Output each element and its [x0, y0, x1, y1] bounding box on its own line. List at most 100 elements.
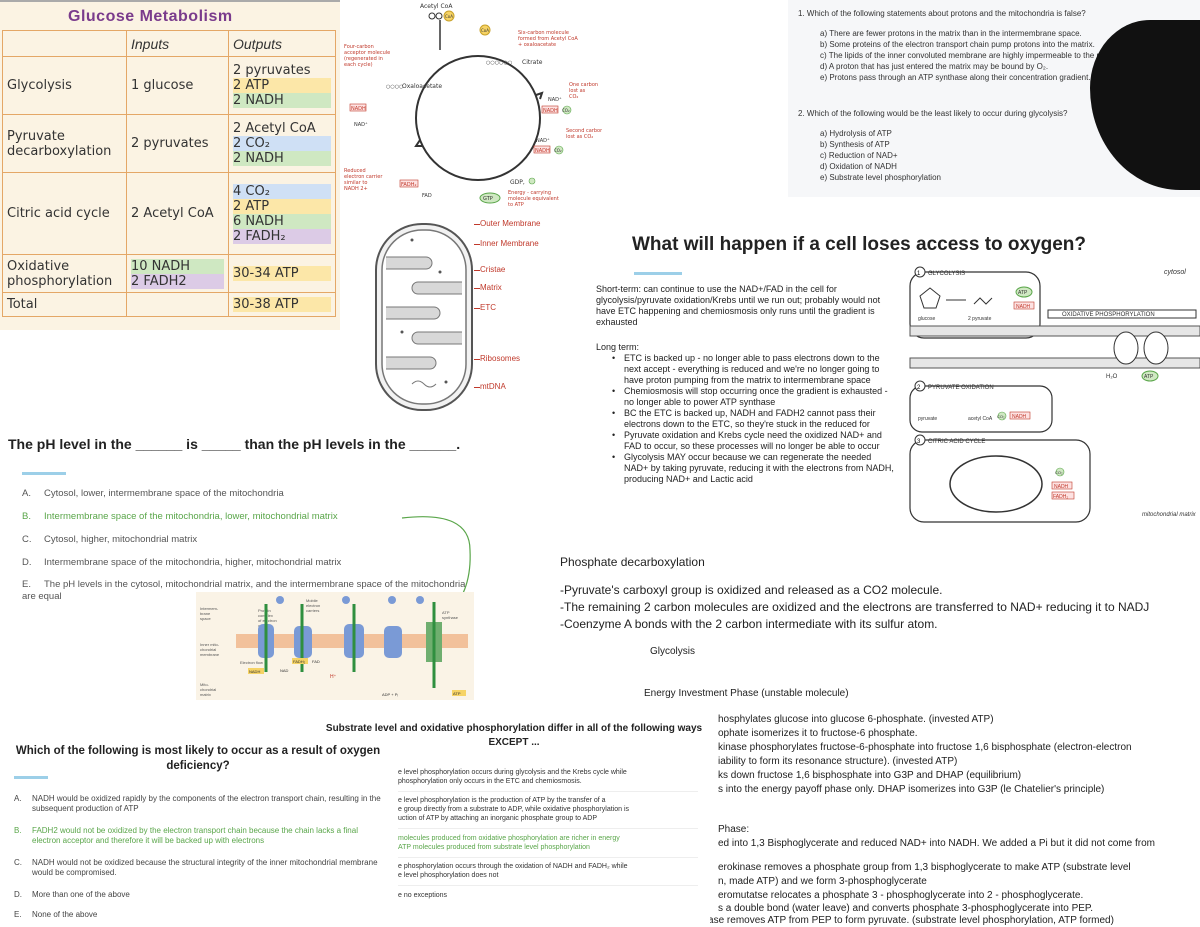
answer-option[interactable]: E.None of the above [14, 910, 98, 919]
q1-option: b) Some proteins of the electron transpo… [820, 40, 1095, 49]
accent-bar [14, 776, 48, 779]
answer-option[interactable]: C.NADH would not be oxidized because the… [14, 858, 378, 877]
nadh-label-3: NADH [535, 148, 550, 154]
atp-label: ATP [453, 691, 461, 696]
long-term-heading: Long term: [596, 342, 640, 352]
row-outputs: 30-34 ATP [228, 254, 336, 293]
adp-label: ADP + Pᵢ [382, 692, 398, 697]
answer-option[interactable]: e phosphorylation occurs through the oxi… [398, 863, 628, 870]
answer-option-line: e level phosphorylation does not [398, 872, 499, 879]
text-line: ophate isomerizes it to fructose-6 phosp… [718, 728, 918, 739]
nad-label: NAD [280, 668, 289, 673]
answer-option[interactable]: D.More than one of the above [14, 890, 130, 899]
answer-option-correct[interactable]: molecules produced from oxidative phosph… [398, 835, 620, 842]
text-line: eromutatse relocates a phosphate 3 - pho… [718, 890, 1084, 901]
answer-option-correct[interactable]: B.Intermembrane space of the mitochondri… [22, 511, 338, 522]
pyruvate-oxidation-label: PYRUVATE OXIDATION [928, 385, 994, 391]
answer-option[interactable]: e no exceptions [398, 892, 448, 899]
mito-label: Matrix [480, 283, 502, 292]
answer-option[interactable]: A.NADH would be oxidized rapidly by the … [14, 794, 381, 813]
text-line: iability to form its resonance structure… [718, 756, 958, 767]
q1-option: a) There are fewer protons in the matrix… [820, 29, 1082, 38]
nad-label: NAD⁺ [354, 122, 368, 128]
table-row: Total 30-38 ATP [2, 292, 336, 317]
accent-bar [634, 272, 682, 275]
respiration-diagram: cytosol 1 GLYCOLYSIS glucose 2 pyruvate … [909, 266, 1200, 523]
text-line: -Pyruvate Kinase removes ATP from PEP to… [648, 915, 1114, 926]
table-header-blank [2, 30, 127, 57]
cycle-ring [415, 55, 541, 181]
nad-label-3: NAD⁺ [536, 138, 550, 144]
nadh-label: NADH [1016, 304, 1031, 310]
question-title: The pH level in the ______ is _____ than… [8, 436, 461, 452]
fadh2-label: FADH₂ [293, 659, 306, 664]
output-item: 2 CO₂ [233, 136, 331, 151]
answer-option[interactable]: e level phosphorylation is the productio… [398, 797, 606, 804]
q2-option: a) Hydrolysis of ATP [820, 129, 892, 138]
output-item: 30-38 ATP [233, 297, 331, 312]
ph-question-panel: The pH level in the ______ is _____ than… [0, 428, 480, 614]
mito-label: mtDNA [480, 382, 506, 391]
q2-option: c) Reduction of NAD+ [820, 151, 898, 160]
q1-option: e) Protons pass through an ATP synthase … [820, 73, 1091, 82]
answer-option-line: uction of ATP by attaching an inorganic … [398, 815, 597, 822]
svg-text:1: 1 [917, 271, 921, 277]
oxygen-deficiency-question: Which of the following is most likely to… [0, 740, 392, 927]
table-header-inputs: Inputs [126, 30, 229, 57]
atp-label-2: ATP [1144, 374, 1154, 380]
text-line: ks down fructose 1,6 bisphosphate into G… [718, 770, 1022, 781]
input-item: 2 FADH2 [131, 273, 224, 289]
fadh2-label: FADH₂ [401, 182, 416, 188]
mito-label: Cristae [480, 265, 506, 274]
oxaloacetate-label: Oxaloacetate [402, 83, 442, 90]
answer-option[interactable]: e level phosphorylation occurs during gl… [398, 769, 627, 776]
answer-option[interactable]: C.Cytosol, higher, mitochondrial matrix [22, 534, 198, 545]
question-title: Substrate level and oxidative phosphoryl… [325, 723, 703, 748]
text-line: n, made ATP) and we form 3-phosphoglycer… [718, 876, 927, 887]
citric-acid-cycle-label: CITRIC ACID CYCLE [928, 439, 985, 445]
q2-option: e) Substrate level phosphorylation [820, 173, 941, 182]
answer-option[interactable]: E.The pH levels in the cytosol, mitochon… [22, 579, 466, 602]
protons-question-panel: 1. Which of the following statements abo… [788, 0, 1200, 197]
q2-option: b) Synthesis of ATP [820, 140, 890, 149]
table-row: Citric acid cycle 2 Acetyl CoA 4 CO₂ 2 A… [2, 172, 336, 255]
fad-label: FAD [312, 659, 320, 664]
dark-blob [1090, 20, 1200, 190]
pyruvate-label-2: pyruvate [918, 416, 937, 422]
row-label: Citric acid cycle [2, 172, 127, 255]
svg-text:○○○○○○: ○○○○○○ [486, 60, 512, 66]
answer-option[interactable]: D.Intermembrane space of the mitochondri… [22, 557, 342, 568]
output-item: 6 NADH [233, 213, 331, 229]
output-item: 2 pyruvates [233, 63, 311, 78]
fadh2-label: FADH₂ [1053, 494, 1068, 500]
output-item: 4 CO₂ [233, 183, 331, 199]
answer-option-line: phosphorylation only occurs in the ETC a… [398, 778, 582, 785]
co2-label-2: CO₂ [1055, 470, 1063, 475]
output-item: 30-34 ATP [233, 266, 331, 281]
coa-label: CoA [445, 14, 453, 19]
row-outputs: 4 CO₂ 2 ATP 6 NADH 2 FADH₂ [228, 172, 336, 255]
payoff-heading: Phase: [718, 824, 750, 835]
mito-label: Ribosomes [480, 354, 521, 363]
flow-label: Electron flow [240, 660, 263, 665]
text-line: ed into 1,3 Bisphoglycerate and reduced … [718, 838, 1156, 849]
gtp-label: GTP [483, 196, 493, 202]
coa-label-2: CoA [481, 28, 489, 33]
table-header-row: Inputs Outputs [2, 30, 336, 57]
answer-option-correct[interactable]: B.FADH2 would not be oxidized by the ele… [14, 826, 358, 845]
answer-option[interactable]: A.Cytosol, lower, intermembrane space of… [22, 488, 284, 499]
pyruvate-label: 2 pyruvate [968, 316, 992, 322]
accent-bar [22, 472, 66, 475]
row-input [126, 292, 229, 317]
